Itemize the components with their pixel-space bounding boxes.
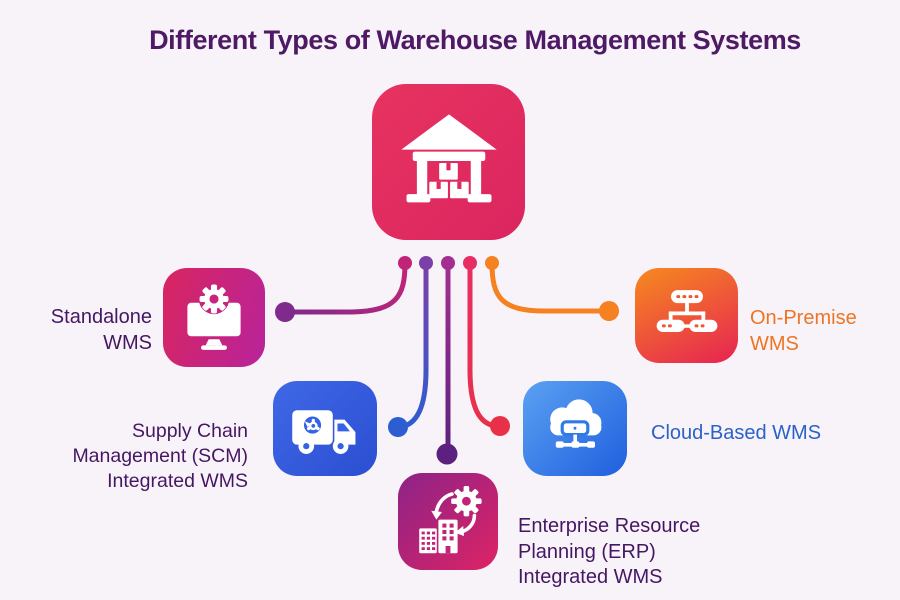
standalone-wms-label: Standalone WMS — [50, 306, 152, 354]
onprem-wms-tile — [635, 268, 738, 363]
connector-scm — [397, 260, 429, 430]
server-network-icon — [656, 289, 717, 332]
connector-cloud — [467, 260, 500, 429]
connector-onprem — [489, 260, 608, 314]
monitor-gear-icon — [187, 283, 241, 350]
standalone-wms-tile — [163, 268, 265, 367]
scm-wms-tile — [273, 381, 377, 476]
connector-dot — [463, 256, 477, 270]
connector-dot — [485, 256, 499, 270]
truck-icon — [292, 409, 356, 454]
connector-standalone — [285, 260, 408, 315]
cloud-network-icon — [550, 398, 602, 448]
warehouse-icon — [400, 114, 497, 203]
erp-wms-label: Enterprise Resource Planning (ERP) Integ… — [518, 515, 701, 589]
connector-dot — [441, 256, 455, 270]
cloud-wms-label: Cloud-Based WMS — [651, 422, 822, 444]
connector-dot — [275, 302, 295, 322]
buildings-gear-icon — [419, 485, 482, 553]
connector-dot — [436, 443, 458, 465]
cloud-wms-tile — [523, 381, 627, 476]
scm-wms-label: Supply Chain Management (SCM) Integrated… — [72, 420, 248, 492]
connector-dot — [490, 416, 510, 436]
connector-dot — [388, 417, 408, 437]
connector-dot — [398, 256, 412, 270]
page-title: Different Types of Warehouse Management … — [149, 25, 801, 55]
connector-dot — [419, 256, 433, 270]
connector-dot — [599, 301, 619, 321]
onprem-wms-label: On-Premise WMS — [750, 307, 857, 355]
central-warehouse-tile — [372, 84, 525, 240]
erp-wms-tile — [398, 473, 498, 570]
